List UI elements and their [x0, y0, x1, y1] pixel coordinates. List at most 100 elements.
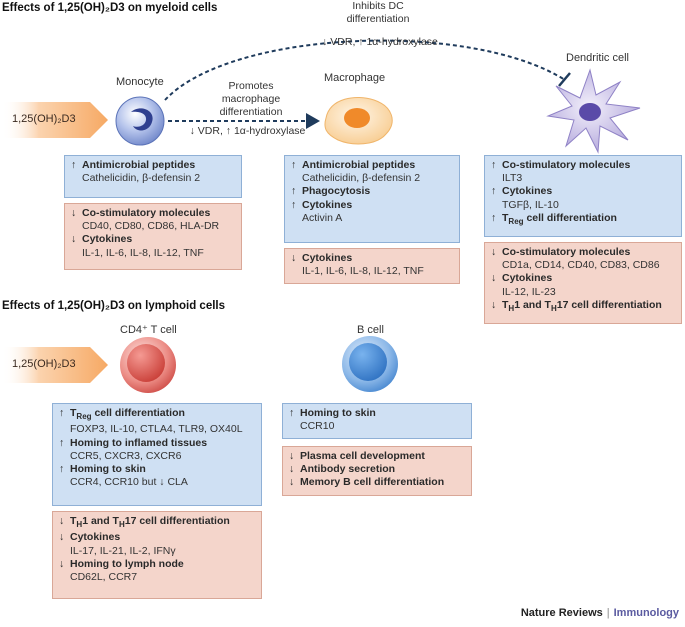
effect-heading-text: Homing to skin — [70, 462, 146, 475]
effect-heading-text: Antimicrobial peptides — [302, 159, 416, 171]
effect-detail: IL-1, IL-6, IL-8, IL-12, TNF — [82, 246, 204, 259]
promotes-mac-label: Promotes macrophage differentiation — [196, 80, 306, 119]
effect-detail: CD1a, CD14, CD40, CD83, CD86 — [502, 259, 660, 272]
effect-heading-text: TReg cell differentiation — [70, 407, 185, 422]
effect-heading-text: Antimicrobial peptides — [82, 159, 196, 171]
effect-detail: Cathelicidin, β-defensin 2 — [302, 172, 421, 185]
monocyte-label: Monocyte — [116, 76, 164, 88]
effect-heading: ↓ Cytokines — [71, 233, 235, 246]
up-arrow-icon: ↑ — [491, 159, 497, 171]
effect-heading-text: Co-stimulatory molecules — [502, 246, 631, 258]
effect-heading-text: TReg cell differentiation — [502, 211, 617, 226]
up-arrow-icon: ↑ — [291, 159, 297, 171]
up-arrow-icon: ↑ — [59, 462, 65, 475]
promotes-mac-mechanism: ↓ VDR, ↑ 1α-hydroxylase — [189, 125, 306, 137]
down-arrow-icon: ↓ — [71, 207, 77, 219]
bcell-label: B cell — [357, 324, 384, 336]
effect-heading-text: Homing to skin — [300, 407, 376, 419]
inhibit-arc — [164, 39, 566, 101]
up-arrow-icon: ↑ — [291, 198, 297, 211]
myeloid-input-label: 1,25(OH)₂D3 — [12, 113, 76, 125]
down-arrow-icon: ↓ — [491, 246, 497, 258]
effect-detail: Cathelicidin, β-defensin 2 — [82, 172, 201, 185]
up-arrow-icon: ↑ — [491, 185, 497, 198]
inhibits-dc-mechanism: ↓ VDR, ↑ 1α-hydroxylase — [322, 36, 438, 48]
effect-heading-text: TH1 and TH17 cell differentiation — [502, 298, 662, 313]
effect-heading: ↑Cytokines — [491, 185, 675, 198]
effect-detail: IL-1, IL-6, IL-8, IL-12, TNF — [302, 265, 424, 278]
publisher-name: Nature Reviews — [520, 607, 603, 619]
effect-heading-text: Cytokines — [82, 233, 133, 246]
effect-heading: ↑ Phagocytosis — [291, 185, 453, 198]
myeloid-input-wedge — [2, 102, 108, 138]
effect-heading-text: Memory B cell differentiation — [300, 476, 445, 489]
inhibits-dc-label: Inhibits DC differentiation — [318, 0, 438, 26]
effect-heading: ↑ Cytokines — [291, 199, 453, 212]
down-arrow-icon: ↓ — [71, 233, 77, 246]
effect-detail: TGFβ, IL-10 — [502, 198, 559, 211]
effect-detail: Activin A — [302, 211, 343, 224]
down-arrow-icon: ↓ — [289, 463, 295, 476]
promotes-mac-line3: differentiation — [219, 106, 283, 118]
up-arrow-icon: ↑ — [289, 407, 295, 419]
effect-heading-text: Cytokines — [502, 272, 553, 285]
up-arrow-icon: ↑ — [59, 407, 65, 419]
effect-detail: ILT3 — [502, 172, 523, 185]
effect-heading-text: Homing to lymph node — [70, 557, 184, 570]
up-arrow-icon: ↑ — [291, 185, 297, 198]
effect-heading-text: Plasma cell development — [300, 450, 425, 462]
up-arrow-icon: ↑ — [59, 436, 65, 449]
down-arrow-icon: ↓ — [59, 557, 65, 570]
up-arrow-icon: ↑ — [491, 211, 497, 224]
myeloid-section-title: Effects of 1,25(OH)₂D3 on myeloid cells — [2, 2, 218, 14]
effect-heading: ↓ Antibody secretion — [289, 463, 465, 476]
effect-heading-text: Cytokines — [302, 252, 353, 264]
effect-heading-text: Homing to inflamed tissues — [70, 436, 208, 449]
effect-heading: ↓ Co-stimulatory molecules — [71, 207, 235, 220]
effect-heading-text: Co-stimulatory molecules — [502, 159, 631, 171]
dendritic-cell — [546, 68, 641, 154]
promotes-mac-line1: Promotes — [228, 80, 274, 92]
effect-detail: CCR10 — [300, 420, 335, 433]
macrophage-label: Macrophage — [324, 72, 386, 84]
lymphoid-input-label: 1,25(OH)₂D3 — [12, 358, 76, 370]
journal-name: Immunology — [613, 607, 679, 619]
effect-heading: ↑Antimicrobial peptides — [71, 159, 235, 172]
effect-heading: ↑ Homing to skin — [59, 463, 255, 476]
monocyte-cell — [115, 96, 165, 146]
effect-detail: IL-12, IL-23 — [502, 285, 556, 298]
down-arrow-icon: ↓ — [289, 476, 295, 489]
effect-heading: ↑ Co-stimulatory molecules — [491, 159, 675, 172]
effect-heading: ↓TH1 and TH17 cell differentiation — [59, 515, 255, 531]
effect-heading: ↓TH1 and TH17 cell differentiation — [491, 299, 675, 315]
effect-heading: ↑ TReg cell differentiation — [59, 407, 255, 423]
effect-detail: CD40, CD80, CD86, HLA-DR — [82, 220, 220, 233]
effect-heading: ↓ Co-stimulatory molecules — [491, 246, 675, 259]
effect-heading-text: Cytokines — [302, 198, 353, 211]
inhibits-dc-line2: differentiation — [346, 13, 410, 25]
effect-detail: FOXP3, IL-10, CTLA4, TLR9, OX40L — [70, 423, 243, 436]
macrophage-cell — [324, 97, 393, 145]
lymphoid-input-wedge — [2, 347, 108, 383]
inhibits-dc-line1: Inhibits DC — [352, 0, 404, 12]
effect-detail: CD62L, CCR7 — [70, 570, 138, 583]
b-cell — [342, 336, 398, 392]
effect-heading-text: Antibody secretion — [300, 463, 396, 476]
effect-heading-text: Co-stimulatory molecules — [82, 207, 211, 219]
dendritic-label: Dendritic cell — [566, 52, 629, 64]
bcell-down-box: ↓ Plasma cell development ↓ Antibody secret… — [282, 446, 472, 496]
effect-detail: CCR5, CXCR3, CXCR6 — [70, 449, 182, 462]
tcell-down-box: ↓TH1 and TH17 cell differentiation↓Cytok… — [52, 511, 262, 599]
effect-heading-text: Phagocytosis — [302, 185, 371, 198]
inhibit-bar — [558, 72, 571, 87]
tcell-label: CD4⁺ T cell — [120, 324, 177, 336]
effect-detail: IL-17, IL-21, IL-2, IFNγ — [70, 544, 176, 557]
